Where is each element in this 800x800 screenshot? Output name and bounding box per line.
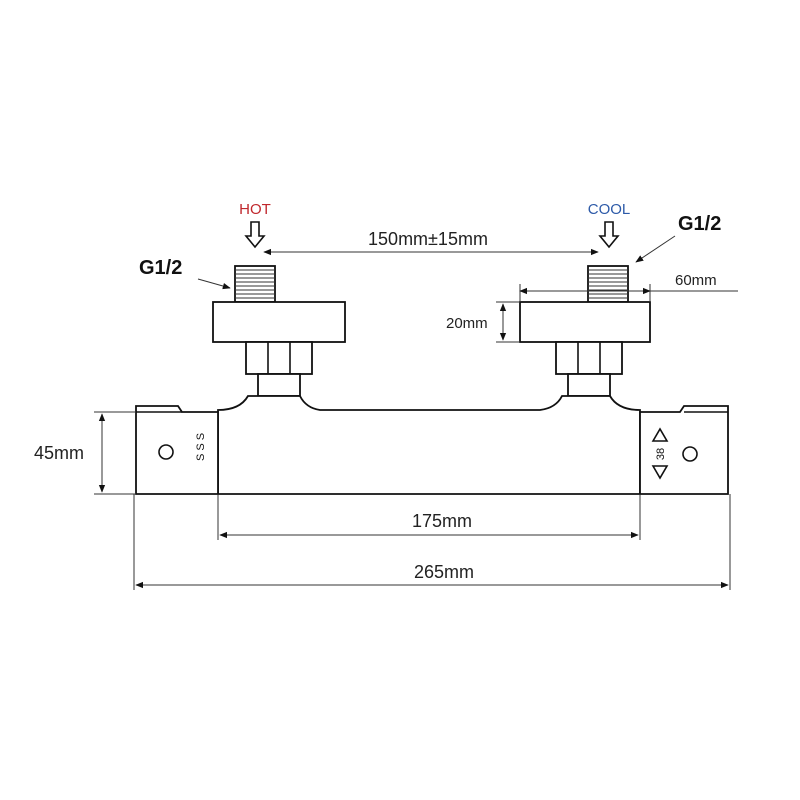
right-nut [555, 341, 623, 375]
flange-height-text: 20mm [446, 315, 488, 332]
overall-length-dimension: 265mm [133, 494, 731, 590]
left-nut [245, 341, 313, 375]
flange-width-dimension: 60mm [519, 272, 738, 302]
valve-body: S S S 38 [135, 395, 729, 495]
cool-label: COOL [588, 201, 631, 218]
right-inlet-assembly [519, 265, 651, 397]
svg-text:S S S: S S S [195, 433, 207, 461]
inlet-spacing-text: 150mm±15mm [368, 229, 488, 249]
body-inner-length-text: 175mm [412, 511, 472, 531]
left-thread-pipe [234, 265, 276, 303]
cool-arrow-down-icon [598, 221, 620, 249]
overall-length-text: 265mm [414, 562, 474, 582]
left-stem [257, 373, 301, 397]
flange-height-dimension: 20mm [446, 301, 520, 343]
right-thread-label: G1/2 [678, 213, 721, 235]
left-inlet-assembly [212, 265, 346, 397]
right-thread-callout: G1/2 [635, 213, 721, 263]
hot-inlet-indicator: HOT [239, 201, 271, 249]
triangle-down-icon [651, 465, 669, 480]
body-height-text: 45mm [34, 443, 84, 463]
left-thread-label: G1/2 [139, 257, 182, 279]
right-thread-pipe [587, 265, 629, 303]
left-mount-hole [158, 444, 174, 460]
right-stem [567, 373, 611, 397]
inlet-spacing-dimension: 150mm±15mm [263, 229, 599, 256]
right-mount-hole [682, 446, 698, 462]
triangle-up-icon [651, 427, 669, 442]
left-flange [212, 301, 346, 343]
right-flange [519, 301, 651, 343]
hot-arrow-down-icon [244, 221, 266, 249]
dial-mark-text: 38 [655, 448, 667, 460]
flange-width-text: 60mm [675, 272, 717, 289]
temperature-dial-markings: 38 [651, 427, 669, 480]
body-height-dimension: 45mm [34, 411, 136, 495]
hot-label: HOT [239, 201, 271, 218]
valve-main-tube [217, 395, 641, 495]
left-thread-callout: G1/2 [139, 257, 231, 290]
left-handle-markings-icon: S S S [195, 433, 207, 461]
body-inner-length-dimension: 175mm [217, 494, 641, 540]
cool-inlet-indicator: COOL [588, 201, 631, 249]
